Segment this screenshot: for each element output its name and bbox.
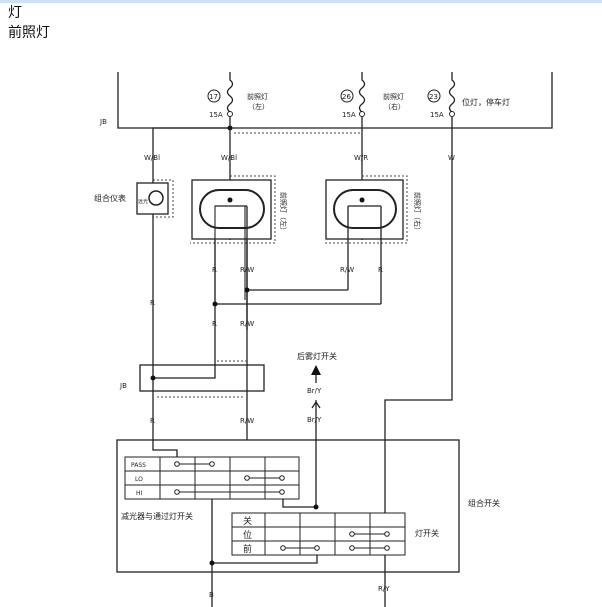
- wire-label: R/W: [340, 266, 354, 274]
- wire-label: R/W: [240, 266, 254, 274]
- indicator-bulb-icon: [148, 190, 164, 206]
- wire-label: R/W: [240, 320, 254, 328]
- wire-label: B: [209, 591, 214, 599]
- fuse-rating: 15A: [209, 111, 223, 119]
- row-lo: LO: [135, 476, 143, 483]
- row-head: 前: [243, 543, 252, 555]
- jb-upper-box: [117, 72, 553, 129]
- wire-meter: [152, 127, 230, 415]
- fuse-label-side: （左）: [248, 102, 269, 111]
- fuse-rating: 15A: [342, 111, 356, 119]
- headlamp-left-bulb-icon: [199, 189, 265, 229]
- combination-meter-label: 组合仪表: [94, 193, 126, 203]
- fuse-label: 前照灯: [247, 92, 268, 101]
- wire-label: Br/Y: [307, 387, 322, 395]
- combination-switch-label: 组合开关: [468, 498, 500, 508]
- jb-lower-box: [139, 364, 265, 392]
- row-pass: PASS: [131, 462, 146, 469]
- wire-label: W/Bl: [144, 154, 160, 162]
- fuse-number: 26: [342, 93, 351, 101]
- wire-label: R/W: [240, 417, 254, 425]
- fuse-23: 23 15A 位灯，停车灯: [384, 72, 510, 520]
- fuse-number: 23: [429, 93, 438, 101]
- headlamp-left-label: 前照灯（左）: [279, 192, 288, 234]
- wire-label: R/Y: [378, 585, 390, 593]
- page-subtitle: 前照灯: [8, 25, 50, 41]
- wire-label: W/Bl: [221, 154, 237, 162]
- dimmer-switch-label: 减光器与通过灯开关: [121, 511, 193, 521]
- fuse-rating: 15A: [430, 111, 444, 119]
- wire-label: R: [378, 266, 383, 274]
- top-band: [0, 0, 602, 3]
- jb-label: JB: [99, 118, 107, 126]
- fuse-label: 前照灯: [383, 92, 404, 101]
- headlamp-right-bulb-icon: [333, 189, 397, 229]
- wire-label: W: [448, 154, 455, 162]
- dimmer-switch-table: PASS LO HI: [124, 456, 300, 500]
- arrow-up-icon: [311, 365, 321, 375]
- wire-label: Br/Y: [307, 416, 322, 424]
- wire-label: W/R: [354, 154, 368, 162]
- light-switch-label: 灯开关: [415, 528, 439, 538]
- fuse-label: 位灯，停车灯: [462, 97, 510, 107]
- light-switch-table: 关 位 前: [231, 512, 406, 556]
- row-position: 位: [243, 529, 252, 541]
- wire-label: R: [150, 299, 155, 307]
- headlamp-right-box: [325, 179, 404, 240]
- fuse-label-side: （右）: [384, 102, 405, 111]
- page-title: 灯: [8, 5, 22, 21]
- wire-label: R: [212, 266, 217, 274]
- combination-switch-box: [116, 439, 460, 573]
- wire-label: R: [212, 320, 217, 328]
- headlamp-right-label: 前照灯（右）: [413, 192, 422, 234]
- headlamp-left-box: [191, 179, 272, 240]
- meter-indicator-label: 远光: [138, 198, 148, 205]
- row-hi: HI: [136, 490, 143, 497]
- jb-label: JB: [119, 382, 127, 390]
- row-off: 关: [243, 515, 252, 527]
- fuse-number: 17: [209, 93, 218, 101]
- rear-fog-switch-label: 后雾灯开关: [297, 351, 337, 361]
